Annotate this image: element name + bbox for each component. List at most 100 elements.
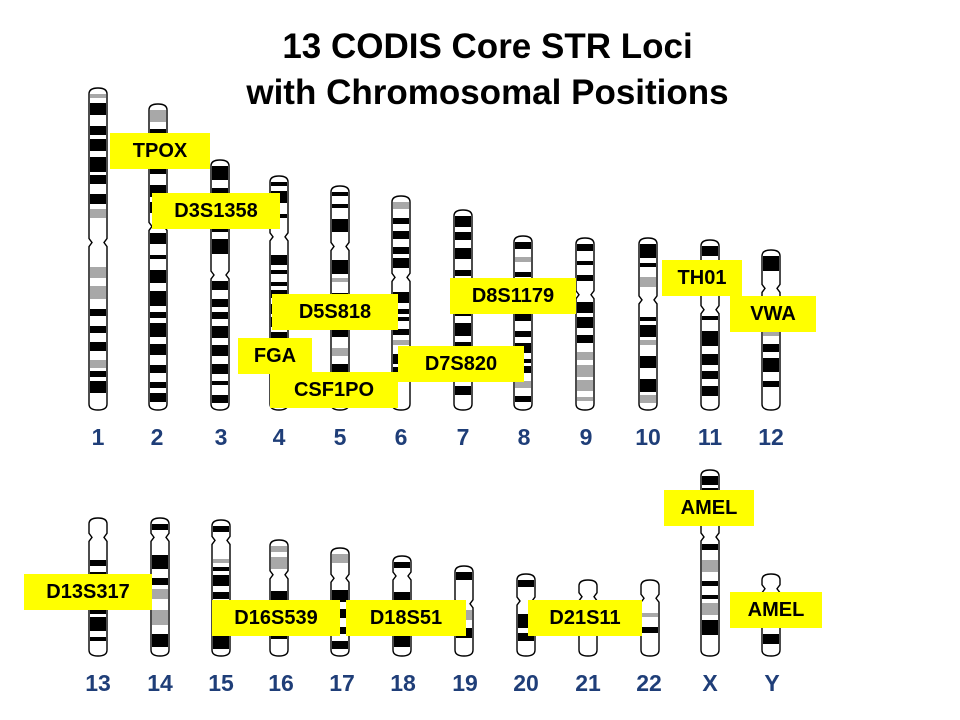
chromosome-band bbox=[640, 395, 656, 403]
chromosome-band bbox=[393, 202, 409, 209]
chromosome-band bbox=[515, 272, 531, 277]
chromosome-band bbox=[332, 192, 348, 196]
locus-label-d7s820: D7S820 bbox=[398, 346, 524, 382]
chromosome-band bbox=[702, 476, 718, 485]
chromosome-8 bbox=[513, 235, 533, 411]
chromosome-band bbox=[763, 381, 779, 387]
chromosome-band bbox=[393, 329, 409, 335]
chromosome-band bbox=[763, 358, 779, 372]
chromosome-band bbox=[150, 382, 166, 388]
chromosome-band bbox=[640, 340, 656, 345]
chromosome-band bbox=[455, 232, 471, 240]
chromosome-band bbox=[455, 323, 471, 336]
chromosome-band bbox=[763, 634, 779, 644]
chromosome-band bbox=[213, 575, 229, 586]
chromosome-band bbox=[90, 342, 106, 351]
chromosome-number-y: Y bbox=[764, 670, 780, 696]
chromosome-band bbox=[332, 278, 348, 282]
chromosome-band bbox=[271, 282, 287, 286]
chromosome-band bbox=[90, 139, 106, 151]
chromosome-9 bbox=[575, 237, 595, 411]
chromosome-band bbox=[515, 331, 531, 337]
chromosome-band bbox=[332, 609, 348, 618]
chromosome-number-9: 9 bbox=[579, 424, 593, 450]
chromosome-number-13: 13 bbox=[85, 670, 111, 696]
chromosome-band bbox=[150, 233, 166, 244]
chromosome-band bbox=[90, 381, 106, 393]
chromosome-band bbox=[455, 386, 471, 395]
chromosome-band bbox=[213, 592, 229, 599]
chromosome-band bbox=[702, 386, 718, 396]
diagram-title: 13 CODIS Core STR Loci with Chromosomal … bbox=[0, 24, 960, 116]
chromosome-band bbox=[394, 562, 410, 568]
chromosome-band bbox=[577, 365, 593, 377]
chromosome-band bbox=[332, 554, 348, 563]
chromosome-band bbox=[150, 323, 166, 337]
locus-label-csf1po: CSF1PO bbox=[270, 372, 398, 408]
locus-label-d18s51: D18S51 bbox=[346, 600, 466, 636]
chromosome-number-16: 16 bbox=[268, 670, 294, 696]
chromosome-band bbox=[577, 380, 593, 391]
chromosome-band bbox=[212, 281, 228, 290]
chromosome-band bbox=[577, 275, 593, 281]
chromosome-number-17: 17 bbox=[329, 670, 355, 696]
chromosome-band bbox=[702, 603, 718, 615]
chromosome-band bbox=[150, 168, 166, 174]
chromosome-band bbox=[90, 617, 106, 631]
chromosome-band bbox=[577, 302, 593, 313]
chromosome-band bbox=[271, 255, 287, 265]
chromosome-band bbox=[150, 344, 166, 355]
chromosome-band bbox=[332, 641, 348, 649]
chromosome-number-18: 18 bbox=[390, 670, 416, 696]
chromosome-band bbox=[518, 633, 534, 641]
chromosome-outline bbox=[640, 579, 660, 657]
chromosome-band bbox=[577, 261, 593, 265]
locus-label-amel-y: AMEL bbox=[730, 592, 822, 628]
chromosome-band bbox=[702, 620, 718, 635]
chromosome-number-10: 10 bbox=[635, 424, 661, 450]
chromosome-band bbox=[90, 103, 106, 115]
chromosome-band bbox=[271, 557, 287, 569]
chromosome-band bbox=[393, 309, 409, 314]
chromosome-band bbox=[702, 560, 718, 572]
chromosome-band bbox=[90, 309, 106, 316]
chromosome-band bbox=[90, 94, 106, 98]
chromosome-band bbox=[640, 325, 656, 337]
chromosome-band bbox=[271, 182, 287, 186]
locus-label-d21s11: D21S11 bbox=[528, 600, 642, 636]
chromosome-band bbox=[332, 364, 348, 373]
chromosome-number-14: 14 bbox=[147, 670, 173, 696]
chromosome-band bbox=[642, 627, 658, 633]
chromosome-band bbox=[393, 247, 409, 254]
chromosome-band bbox=[702, 354, 718, 365]
chromosome-band bbox=[150, 312, 166, 318]
chromosome-band bbox=[640, 263, 656, 267]
chromosome-22 bbox=[640, 579, 660, 657]
chromosome-band bbox=[212, 312, 228, 319]
chromosome-band bbox=[332, 204, 348, 208]
chromosome-16 bbox=[269, 539, 289, 657]
chromosome-band bbox=[332, 627, 348, 634]
locus-label-d5s818: D5S818 bbox=[272, 294, 398, 330]
locus-label-fga: FGA bbox=[238, 338, 312, 374]
chromosome-band bbox=[332, 590, 348, 602]
chromosome-band bbox=[577, 335, 593, 343]
chromosome-band bbox=[456, 572, 472, 580]
chromosome-band bbox=[577, 352, 593, 360]
chromosome-band bbox=[212, 364, 228, 374]
chromosome-band bbox=[213, 636, 229, 649]
chromosome-band bbox=[515, 257, 531, 262]
chromosome-band bbox=[702, 371, 718, 379]
chromosome-band bbox=[332, 348, 348, 356]
chromosome-number-x: X bbox=[702, 670, 718, 696]
chromosome-band bbox=[640, 244, 656, 258]
chromosome-band bbox=[213, 559, 229, 563]
chromosome-band bbox=[213, 567, 229, 571]
locus-label-d13s317: D13S317 bbox=[24, 574, 152, 610]
chromosome-band bbox=[152, 634, 168, 647]
chromosome-number-19: 19 bbox=[452, 670, 478, 696]
chromosome-band bbox=[763, 256, 779, 271]
chromosome-band bbox=[393, 258, 409, 268]
chromosome-band bbox=[640, 379, 656, 392]
chromosome-band bbox=[150, 270, 166, 283]
